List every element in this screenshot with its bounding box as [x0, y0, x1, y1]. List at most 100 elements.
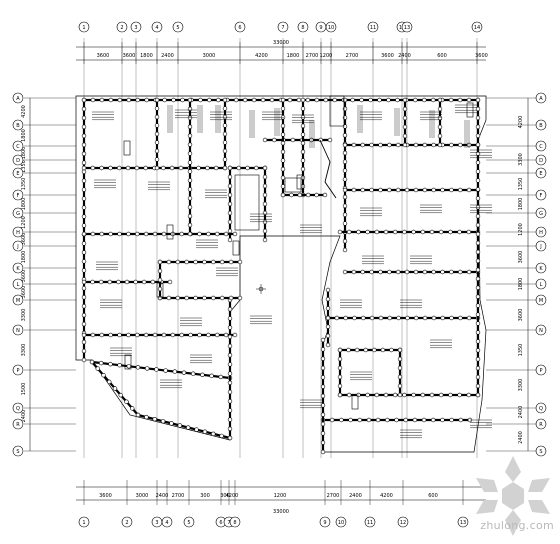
wall-slant-bottom-hole: [126, 364, 132, 369]
top-axis-bubble: 2: [116, 21, 128, 33]
wall-right-h5-hole: [387, 315, 392, 321]
top-dim-text: 2400: [398, 53, 411, 59]
wall-v-left-room-hole: [227, 316, 233, 321]
rebar-note: [350, 371, 372, 381]
wall-v6-hole: [300, 123, 306, 129]
zhulong-logo: [470, 452, 556, 540]
wall-right-h7-hole: [439, 392, 444, 398]
wall-right-hole: [475, 357, 481, 362]
wall-top-hole: [144, 97, 149, 103]
wall-h1-hole: [134, 165, 140, 171]
wall-top-hole: [251, 97, 257, 103]
wall-right-hole: [475, 142, 481, 147]
wall-h-mid2-hole: [220, 295, 225, 301]
rebar-note: [400, 299, 422, 309]
wall-right-h3-hole: [337, 229, 343, 235]
left-dim-text: 3600: [21, 270, 27, 283]
wall-right-h7-hole: [429, 392, 435, 398]
wall-top-hole: [234, 97, 239, 103]
top-dim-text: 2700: [346, 53, 359, 59]
rebar-note: [430, 339, 452, 349]
wall-v5-hole: [280, 140, 286, 146]
left-axis-bubble: K: [12, 262, 24, 274]
left-dim-text: 1800: [21, 198, 27, 211]
wall-v-right-mid-hole: [325, 306, 331, 311]
left-axis-bubble-label: G: [16, 211, 20, 217]
wall-core-top: [227, 165, 268, 171]
rebar-vertical: [249, 110, 255, 138]
wall-v-right-mid-hole: [325, 287, 331, 293]
wall-v-right4-hole: [320, 365, 326, 371]
rebar-vertical: [167, 105, 173, 133]
top-dim-text: 3000: [203, 53, 216, 59]
wall-h1-hole: [90, 165, 96, 171]
left-axis-bubble-label: E: [16, 171, 19, 177]
right-dim-text: 1800: [518, 278, 524, 291]
left-axis-bubble: F: [12, 189, 24, 201]
wall-h4-hole: [117, 332, 122, 338]
top-dim-text: 1800: [140, 53, 153, 59]
wall-v2-hole: [187, 231, 193, 237]
rebar-note: [216, 267, 238, 277]
wall-v5-hole: [280, 166, 286, 172]
wall-right-h6-hole: [380, 347, 386, 353]
left-axis-bubble: L: [12, 278, 24, 290]
wall-h-mid: [157, 259, 243, 265]
wall-top-hole: [260, 97, 266, 103]
wall-slant-bottom-hole: [163, 368, 168, 373]
wall-core-left-hole: [227, 165, 233, 171]
bottom-dim-text: 1200: [274, 493, 287, 499]
wall-right-h8-hole: [357, 417, 362, 423]
wall-right-h3-hole: [448, 229, 453, 235]
wall-slant-left-hole: [89, 359, 95, 365]
wall-right-h2-hole: [387, 187, 392, 193]
right-axis-bubble-circle: [535, 278, 547, 290]
wall-slant-bottom-hole: [209, 373, 214, 379]
wall-bottom-left-hole: [202, 429, 208, 434]
wall-h3-hole: [133, 279, 138, 285]
wall-h3-hole: [150, 279, 156, 285]
wall-right-h7-hole: [337, 392, 343, 398]
rebar-note: [160, 379, 182, 389]
wall-right-h2-hole: [360, 187, 365, 193]
wall-right-h5-hole: [414, 315, 419, 321]
wall-h3: [81, 279, 173, 285]
right-axis-bubble-circle: [535, 240, 547, 252]
wall-top-hole: [180, 97, 185, 103]
wall-right-h8-hole: [403, 417, 408, 423]
rebar-note: [470, 149, 492, 159]
bottom-axis-bubble: 4: [161, 516, 173, 528]
top-axis-bubble-circle: [367, 21, 379, 33]
wall-v9-hole: [437, 97, 443, 103]
wall-h-mid-hole: [184, 259, 189, 265]
wall-v-left-room-hole: [227, 325, 233, 330]
left-axis-bubble-label: M: [16, 298, 20, 304]
wall-v-right3-hole: [397, 392, 403, 398]
wall-h4-hole: [206, 332, 211, 338]
wall-h2: [81, 231, 238, 237]
wall-h3-hole: [81, 279, 87, 285]
wall-h4-hole: [179, 332, 184, 338]
right-axis-bubble: S: [535, 445, 547, 457]
wall-right-h3-hole: [365, 229, 370, 235]
bottom-axis-bubble: 5: [183, 516, 195, 528]
wall-v-right2-hole: [337, 383, 343, 389]
wall-right-h1-hole: [458, 142, 463, 148]
left-axis-bubble-circle: [12, 294, 24, 306]
wall-right-h1-hole: [431, 142, 436, 148]
wall-v8-hole: [402, 97, 408, 103]
wall-v-right2-hole: [337, 374, 343, 380]
wall-right-h8-hole: [348, 417, 353, 423]
top-dim-text: 1800: [287, 53, 300, 59]
left-axis-bubble: P: [12, 364, 24, 376]
wall-v-right4-hole: [320, 440, 326, 445]
top-axis-bubble-label: 10: [328, 25, 334, 31]
wall-right-hole: [475, 258, 481, 264]
rebar-vertical: [394, 108, 400, 136]
wall-core-right-hole: [262, 165, 268, 171]
top-dim-text: 3600: [123, 53, 136, 59]
wall-v-right4-hole: [320, 384, 326, 389]
left-axis-bubble: Q: [12, 402, 24, 414]
right-axis-bubble-circle: [535, 418, 547, 430]
wall-v-left-room-hole: [227, 362, 233, 367]
